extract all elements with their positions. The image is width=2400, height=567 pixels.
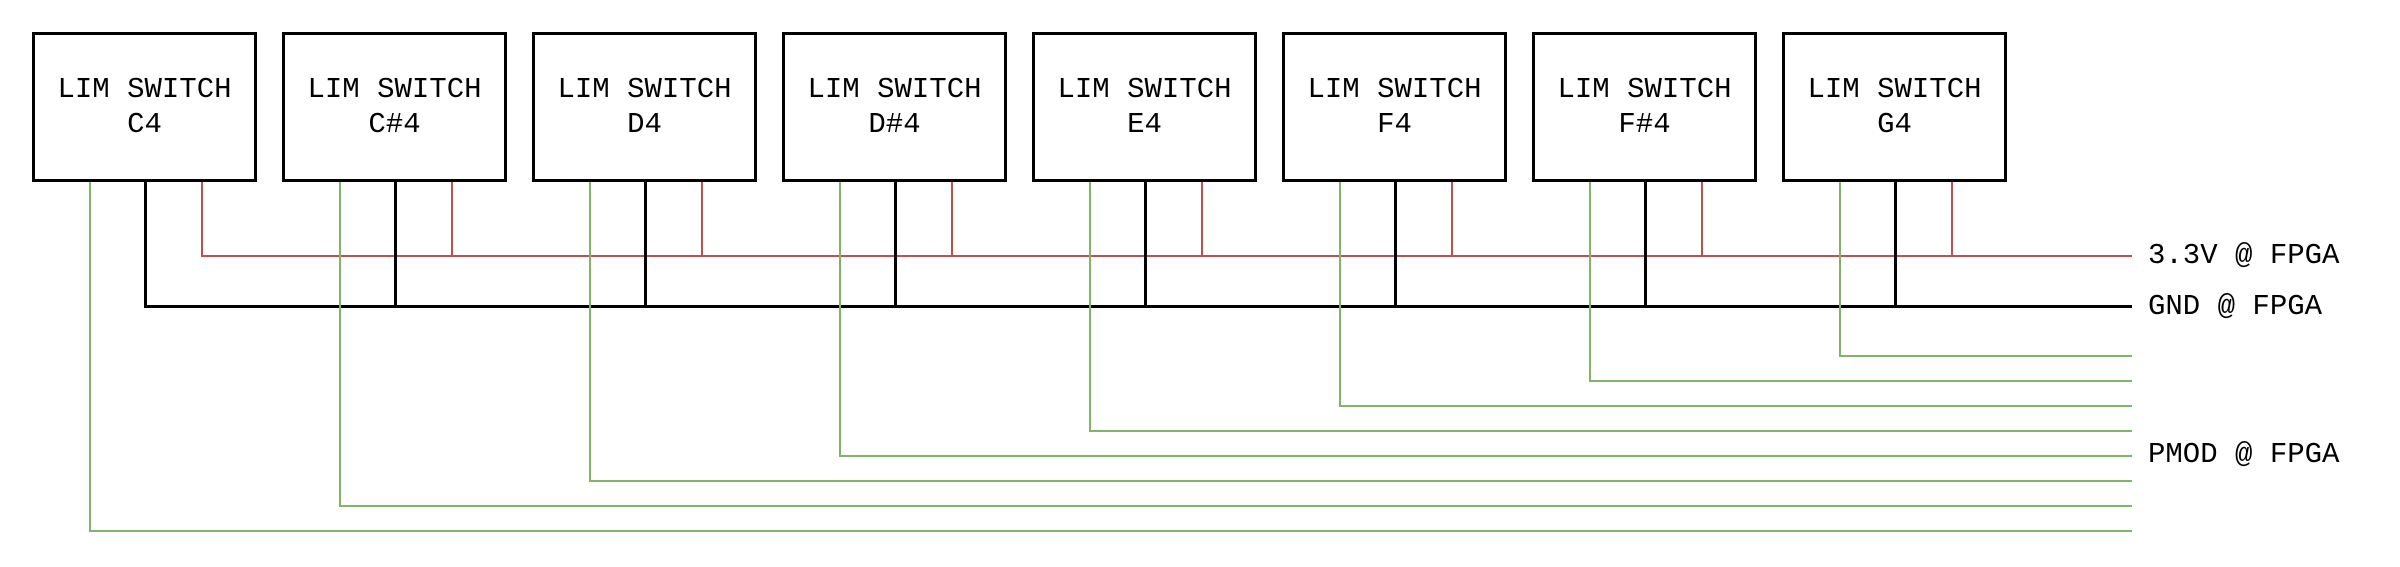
switch-box-note: C4 bbox=[127, 108, 162, 141]
wire-signal-e4-h bbox=[1089, 430, 2132, 432]
wire-signal-g4-h bbox=[1839, 355, 2132, 357]
wire-signal-f4-v bbox=[1339, 182, 1341, 406]
wire-ground-ds4 bbox=[894, 182, 897, 308]
wire-signal-g4-v bbox=[1839, 182, 1841, 356]
ground-bus bbox=[144, 305, 2132, 308]
wire-ground-e4 bbox=[1144, 182, 1147, 308]
wire-signal-fs4-v bbox=[1589, 182, 1591, 381]
pmod-rail-label: PMOD @ FPGA bbox=[2148, 438, 2340, 471]
wire-power-c4 bbox=[201, 182, 203, 257]
switch-box-title: LIM SWITCH bbox=[557, 73, 732, 106]
wire-power-g4 bbox=[1951, 182, 1953, 257]
switch-box-note: D4 bbox=[627, 108, 662, 141]
switch-box-cs4: LIM SWITCH C#4 bbox=[282, 32, 507, 182]
switch-box-g4: LIM SWITCH G4 bbox=[1782, 32, 2007, 182]
switch-box-note: F#4 bbox=[1618, 108, 1671, 141]
switch-box-note: C#4 bbox=[368, 108, 421, 141]
switch-box-title: LIM SWITCH bbox=[57, 73, 232, 106]
wire-ground-f4 bbox=[1394, 182, 1397, 308]
wire-signal-cs4-v bbox=[339, 182, 341, 506]
switch-box-title: LIM SWITCH bbox=[807, 73, 982, 106]
wire-power-d4 bbox=[701, 182, 703, 257]
wire-signal-f4-h bbox=[1339, 405, 2132, 407]
switch-box-c4: LIM SWITCH C4 bbox=[32, 32, 257, 182]
switch-box-title: LIM SWITCH bbox=[1557, 73, 1732, 106]
switch-box-f4: LIM SWITCH F4 bbox=[1282, 32, 1507, 182]
switch-box-note: G4 bbox=[1877, 108, 1912, 141]
wire-signal-e4-v bbox=[1089, 182, 1091, 431]
wire-ground-g4 bbox=[1894, 182, 1897, 308]
ground-rail-label: GND @ FPGA bbox=[2148, 290, 2323, 323]
switch-box-e4: LIM SWITCH E4 bbox=[1032, 32, 1257, 182]
switch-box-fs4: LIM SWITCH F#4 bbox=[1532, 32, 1757, 182]
power-rail-label: 3.3V @ FPGA bbox=[2148, 239, 2340, 272]
switch-box-d4: LIM SWITCH D4 bbox=[532, 32, 757, 182]
switch-box-title: LIM SWITCH bbox=[1057, 73, 1232, 106]
wire-signal-c4-h bbox=[89, 530, 2132, 532]
switch-box-note: F4 bbox=[1377, 108, 1412, 141]
wire-power-fs4 bbox=[1701, 182, 1703, 257]
wire-ground-fs4 bbox=[1644, 182, 1647, 308]
wire-signal-d4-v bbox=[589, 182, 591, 481]
switch-box-title: LIM SWITCH bbox=[1807, 73, 1982, 106]
wire-signal-c4-v bbox=[89, 182, 91, 531]
wire-power-ds4 bbox=[951, 182, 953, 257]
wire-ground-d4 bbox=[644, 182, 647, 308]
switch-box-title: LIM SWITCH bbox=[307, 73, 482, 106]
wire-signal-fs4-h bbox=[1589, 380, 2132, 382]
wire-signal-ds4-v bbox=[839, 182, 841, 456]
wire-signal-ds4-h bbox=[839, 455, 2132, 457]
wire-power-cs4 bbox=[451, 182, 453, 257]
wire-signal-d4-h bbox=[589, 480, 2132, 482]
wire-signal-cs4-h bbox=[339, 505, 2132, 507]
wire-power-e4 bbox=[1201, 182, 1203, 257]
wire-ground-c4 bbox=[144, 182, 147, 308]
wire-power-f4 bbox=[1451, 182, 1453, 257]
switch-box-note: E4 bbox=[1127, 108, 1162, 141]
wire-ground-cs4 bbox=[394, 182, 397, 308]
switch-box-ds4: LIM SWITCH D#4 bbox=[782, 32, 1007, 182]
power-bus bbox=[201, 255, 2132, 257]
switch-box-title: LIM SWITCH bbox=[1307, 73, 1482, 106]
switch-box-note: D#4 bbox=[868, 108, 921, 141]
